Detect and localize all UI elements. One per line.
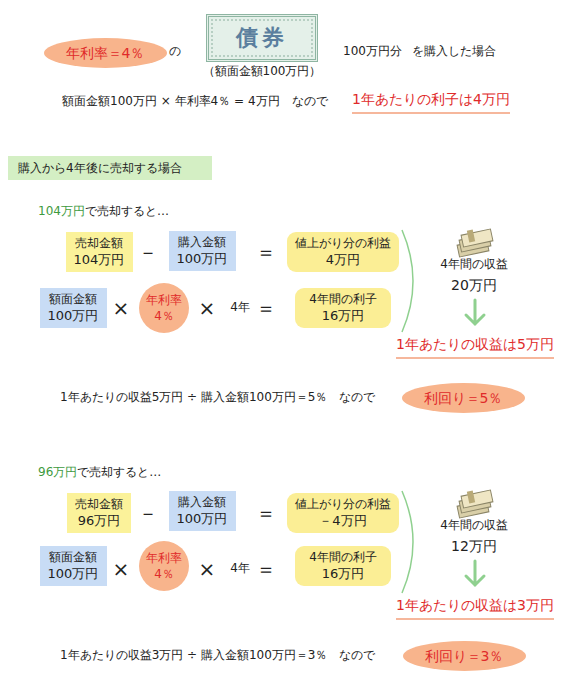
total-caption: 4年間の収益 — [440, 518, 508, 534]
bond-certificate: 債券（額面金額100万円） — [206, 14, 318, 62]
operator: × — [113, 556, 130, 582]
result-box: 値上がり分の利益－4万円 — [287, 493, 399, 533]
operator: － — [138, 239, 158, 265]
years: 4年 — [230, 300, 250, 316]
yield-ellipse: 利回り＝3％ — [403, 641, 526, 671]
bracket — [402, 230, 413, 593]
bill — [461, 229, 493, 247]
bill — [461, 490, 493, 508]
phrase: を購入した場合 — [412, 44, 496, 60]
result-box: 4年間の利子16万円 — [295, 546, 391, 586]
node-text: 売却金額 — [75, 235, 123, 251]
annual-note: 1年あたりの収益は3万円 — [396, 596, 554, 619]
value-box: 額面金額100万円 — [40, 288, 107, 328]
node-text: 4年間の利子 — [309, 291, 377, 307]
rate-ellipse: 年利率＝4％ — [44, 38, 167, 68]
node-text: 100万円 — [177, 510, 228, 528]
node-text: 104万円 — [74, 251, 125, 269]
value-box: 購入金額100万円 — [169, 491, 236, 531]
brace-curve — [402, 491, 413, 593]
node-text: 年利率 — [146, 292, 182, 308]
operator: ＝ — [256, 556, 276, 582]
yield-formula: 1年あたりの収益5万円 ÷ 購入金額100万円＝5％ なので — [60, 390, 376, 406]
result-note: 1年あたりの利子は4万円 — [352, 90, 510, 113]
node-text: 16万円 — [322, 565, 365, 583]
node-text: 16万円 — [322, 307, 365, 325]
result-box: 値上がり分の利益4万円 — [287, 232, 399, 272]
value-box: 売却金額104万円 — [66, 232, 133, 272]
node-text: 100万円 — [48, 565, 99, 583]
arrow-shape — [466, 300, 484, 324]
operator: × — [199, 556, 216, 582]
value-box: 売却金額96万円 — [67, 493, 131, 533]
node-text: 額面金額 — [49, 549, 97, 565]
rate-circle: 年利率4％ — [139, 541, 189, 591]
node-text: －4万円 — [319, 512, 366, 530]
node-text: 値上がり分の利益 — [295, 496, 391, 512]
arrow-shape — [466, 561, 484, 585]
formula-text: 額面金額100万円 × 年利率4％ = 4万円 なので — [62, 94, 328, 110]
node-text: 利回り＝3％ — [425, 647, 504, 666]
operator: ＝ — [256, 239, 276, 265]
value-box: 購入金額100万円 — [169, 231, 236, 271]
brace-curve — [402, 230, 413, 332]
sale-price: 104万円 — [38, 204, 85, 220]
node-text: 債券 — [236, 23, 288, 53]
operator: － — [138, 500, 158, 526]
result-box: 4年間の利子16万円 — [295, 288, 391, 328]
node-text: 購入金額 — [178, 494, 226, 510]
node-text: 売却金額 — [75, 496, 123, 512]
node-text: 購入金額 — [178, 234, 226, 250]
total-caption: 4年間の収益 — [440, 257, 508, 273]
money-icon — [457, 490, 493, 518]
total-value: 12万円 — [451, 537, 497, 555]
years: 4年 — [230, 561, 250, 577]
node-text: 4年間の利子 — [309, 549, 377, 565]
bill-band — [467, 491, 475, 504]
operator: × — [113, 295, 130, 321]
node-text: 年利率 — [146, 550, 182, 566]
node-text: 96万円 — [78, 512, 121, 530]
node-text: 4％ — [154, 566, 174, 582]
annual-note: 1年あたりの収益は5万円 — [396, 335, 554, 358]
node-text: （額面金額100万円） — [203, 63, 322, 79]
node-text: 利回り＝5％ — [424, 389, 503, 408]
node-text: 購入から4年後に売却する場合 — [18, 160, 182, 176]
amount-text: 100万円分 — [343, 44, 402, 60]
value-box: 額面金額100万円 — [40, 546, 107, 586]
node-text: 年利率＝4％ — [66, 44, 145, 63]
node-text: 値上がり分の利益 — [295, 235, 391, 251]
operator: ＝ — [256, 295, 276, 321]
rate-circle: 年利率4％ — [139, 283, 189, 333]
node-text: 4％ — [154, 308, 174, 324]
node-text: 額面金額 — [49, 291, 97, 307]
node-text: 100万円 — [48, 307, 99, 325]
yield-formula: 1年あたりの収益3万円 ÷ 購入金額100万円＝3％ なので — [60, 648, 376, 664]
connective: の — [169, 44, 181, 60]
yield-ellipse: 利回り＝5％ — [402, 383, 525, 413]
total-value: 20万円 — [451, 276, 497, 294]
section-band: 購入から4年後に売却する場合 — [8, 156, 212, 180]
sale-price: 96万円 — [38, 465, 77, 481]
phrase: で売却すると… — [85, 204, 169, 220]
money-icon — [457, 229, 493, 257]
node-text: 4万円 — [326, 251, 360, 269]
node-text: 100万円 — [177, 250, 228, 268]
bill-band — [467, 230, 475, 243]
operator: ＝ — [256, 500, 276, 526]
phrase: で売却すると… — [77, 465, 161, 481]
operator: × — [199, 295, 216, 321]
